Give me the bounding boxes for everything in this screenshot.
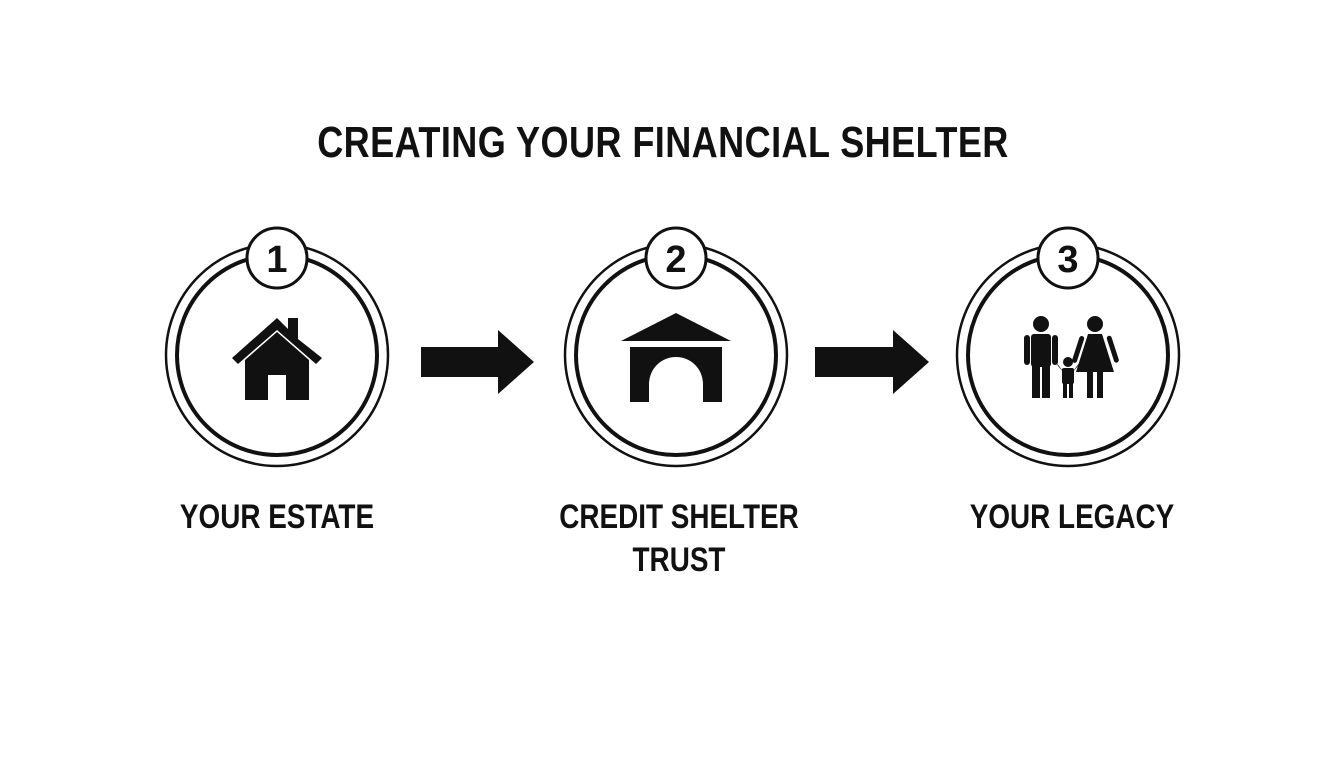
step-1-badge xyxy=(245,226,309,290)
step-3-number: 3 xyxy=(1057,239,1078,281)
step-2: 2 xyxy=(563,226,789,468)
diagram-title: CREATING YOUR FINANCIAL SHELTER xyxy=(317,118,1009,167)
family-icon xyxy=(1024,316,1119,398)
step-1-label-line-1: YOUR ESTATE xyxy=(179,498,375,536)
right-arrow-icon xyxy=(421,330,534,394)
step-2-label-line-2: TRUST xyxy=(632,541,726,579)
step-2-label-line-1: CREDIT SHELTER xyxy=(559,498,799,536)
step-1: 1 xyxy=(164,226,390,468)
step-2-label: CREDIT SHELTER TRUST xyxy=(556,496,802,582)
step-2-number: 2 xyxy=(665,239,686,281)
house-icon xyxy=(232,318,322,400)
shelter-arch-icon xyxy=(621,313,731,402)
step-3-label: YOUR LEGACY xyxy=(949,496,1195,539)
right-arrow-icon xyxy=(815,330,929,394)
step-3: 3 xyxy=(955,226,1181,468)
step-3-label-line-1: YOUR LEGACY xyxy=(969,498,1175,536)
step-3-badge xyxy=(1036,226,1100,290)
step-1-number: 1 xyxy=(266,239,287,281)
step-2-badge xyxy=(644,226,708,290)
step-1-label: YOUR ESTATE xyxy=(154,496,400,539)
